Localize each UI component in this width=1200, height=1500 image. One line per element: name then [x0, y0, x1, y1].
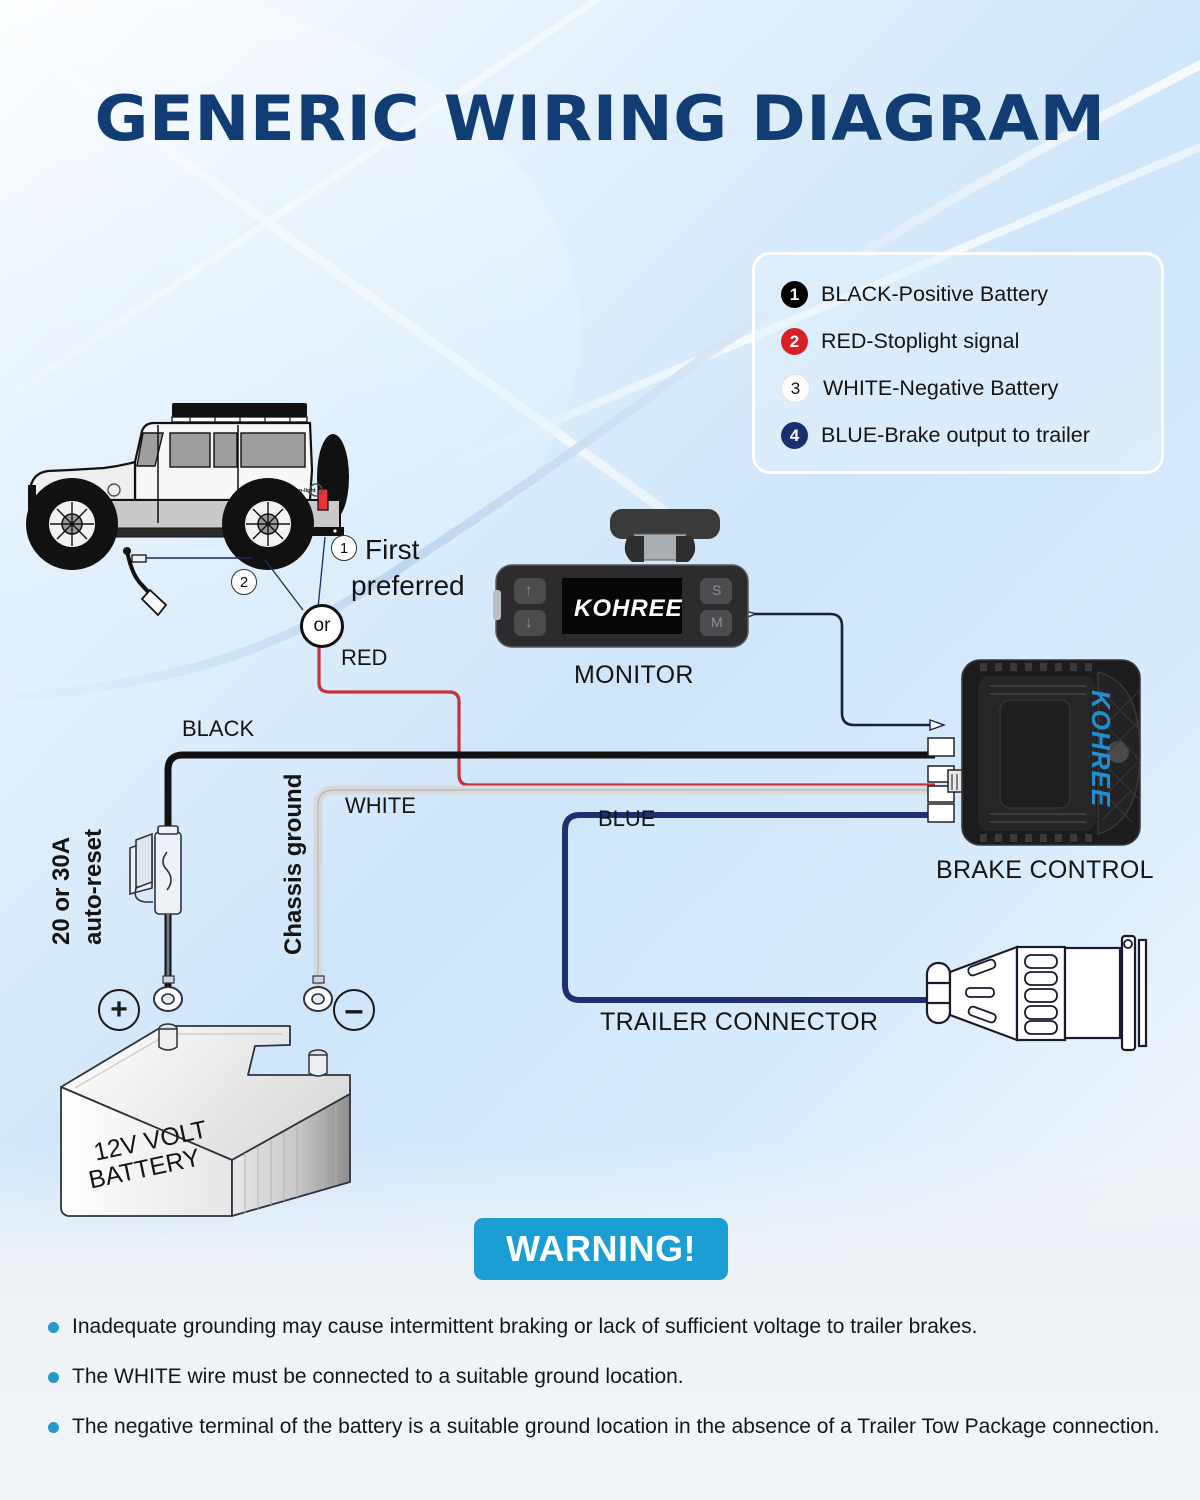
positive-terminal-symbol: + — [98, 989, 140, 1031]
warning-text: The WHITE wire must be connected to a su… — [72, 1365, 684, 1388]
monitor-brand-logo: KOHREE — [574, 595, 683, 622]
monitor-button-up[interactable]: ↑ — [525, 582, 533, 599]
svg-text:Stop-light: Stop-light — [290, 488, 316, 494]
warning-text: Inadequate grounding may cause intermitt… — [72, 1315, 978, 1338]
warning-text: The negative terminal of the battery is … — [72, 1415, 1160, 1438]
monitor-button-m[interactable]: M — [711, 614, 723, 630]
legend-item-blue: 4 BLUE-Brake output to trailer — [781, 412, 1161, 459]
first-preferred-line2: preferred — [351, 570, 465, 601]
breaker-annotation-line2: auto-reset — [80, 828, 107, 945]
warning-item: Inadequate grounding may cause intermitt… — [48, 1312, 1163, 1342]
legend-label-4: BLUE-Brake output to trailer — [821, 423, 1090, 447]
monitor-button-down[interactable]: ↓ — [525, 614, 533, 631]
legend-label-2: RED-Stoplight signal — [821, 329, 1020, 353]
wire-label-white: WHITE — [345, 793, 416, 818]
monitor-cable — [748, 612, 935, 727]
plus-sign: + — [110, 993, 128, 1026]
or-junction-circle: or — [300, 604, 344, 648]
warning-list: Inadequate grounding may cause intermitt… — [48, 1312, 1163, 1462]
warning-badge: WARNING! — [474, 1218, 728, 1280]
negative-terminal-symbol: – — [333, 989, 375, 1031]
legend-badge-4: 4 — [781, 422, 808, 449]
warning-item: The WHITE wire must be connected to a su… — [48, 1362, 1163, 1392]
callout-1-label: 1 — [339, 539, 349, 557]
background-swoosh-mid — [0, 0, 711, 487]
legend-box: 1 BLACK-Positive Battery 2 RED-Stoplight… — [752, 252, 1164, 474]
callout-2-label: 2 — [239, 573, 249, 591]
page-title: GENERIC WIRING DIAGRAM — [94, 82, 1106, 155]
callout-circle-1: 1 — [331, 535, 357, 561]
monitor-button-s[interactable]: S — [712, 582, 722, 598]
legend-label-1: BLACK-Positive Battery — [821, 282, 1049, 306]
bullet-dot-icon — [48, 1322, 59, 1333]
legend-item-white: 3 WHITE-Negative Battery — [781, 365, 1161, 412]
wire-label-blue: BLUE — [598, 806, 656, 831]
legend-label-3: WHITE-Negative Battery — [823, 376, 1059, 400]
legend-badge-1: 1 — [781, 281, 808, 308]
legend-badge-2: 2 — [781, 328, 808, 355]
monitor-label: MONITOR — [574, 661, 694, 689]
breaker-annotation-line1: 20 or 30A — [48, 836, 75, 945]
warning-item: The negative terminal of the battery is … — [48, 1412, 1163, 1442]
minus-sign: – — [344, 990, 364, 1029]
wire-blue — [562, 812, 935, 1003]
background-swoosh-top — [0, 0, 671, 518]
wire-label-red: RED — [341, 645, 388, 670]
legend-item-red: 2 RED-Stoplight signal — [781, 318, 1161, 365]
brake-control-label: BRAKE CONTROL — [936, 856, 1154, 884]
trailer-connector-label: TRAILER CONNECTOR — [600, 1008, 879, 1036]
callout-circle-2: 2 — [231, 569, 257, 595]
brake-control-brand-logo: KOHREE — [1086, 690, 1116, 808]
legend-badge-3: 3 — [781, 374, 810, 403]
first-preferred-line1: First — [365, 534, 420, 565]
or-label: or — [313, 615, 331, 636]
legend-item-black: 1 BLACK-Positive Battery — [781, 271, 1161, 318]
wire-label-black: BLACK — [182, 716, 255, 741]
bullet-dot-icon — [48, 1422, 59, 1433]
chassis-ground-annotation: Chassis ground — [280, 773, 307, 955]
bullet-dot-icon — [48, 1372, 59, 1383]
